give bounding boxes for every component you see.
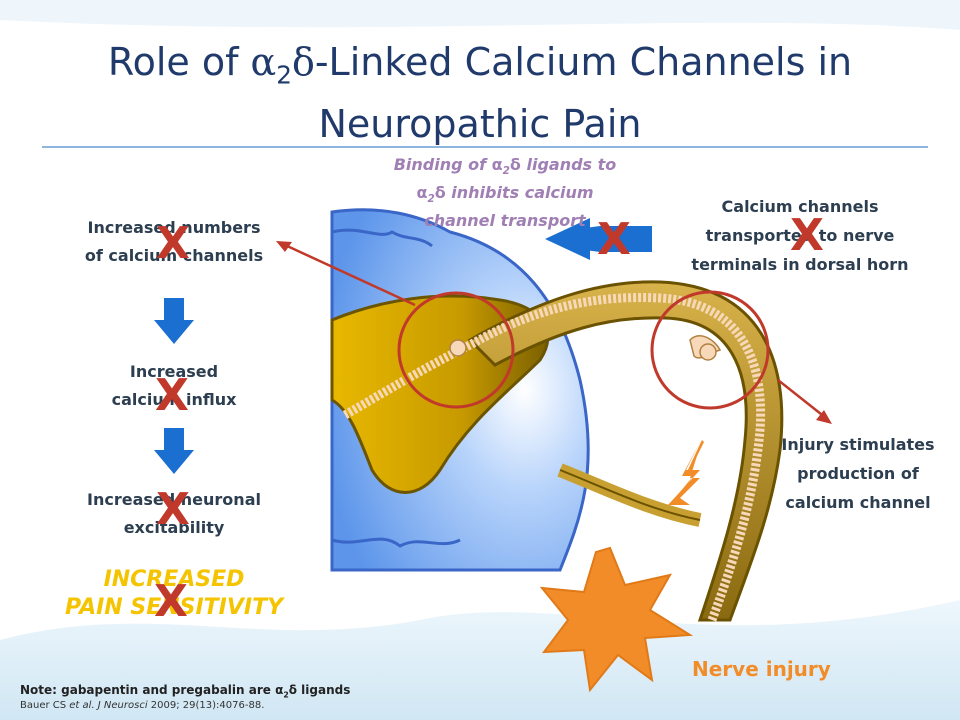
down-arrow-icon: [154, 428, 194, 474]
block-mark: X: [597, 214, 631, 265]
down-arrow-icon: [154, 298, 194, 344]
block-mark: X: [790, 210, 824, 261]
block-mark: X: [156, 218, 190, 269]
title-divider: [42, 146, 928, 148]
starburst-icon: [539, 546, 694, 693]
block-mark: X: [155, 370, 189, 421]
block-mark: X: [156, 484, 190, 535]
nerve-root: [467, 280, 784, 622]
terminal-highlight-circle: [397, 291, 515, 409]
citation: Bauer CS et al. J Neurosci 2009; 29(13):…: [20, 700, 265, 711]
left-arrow-icon: [545, 218, 652, 260]
nerve-injury-label: Nerve injury: [692, 657, 831, 681]
nerve-highlight-circle: [650, 290, 770, 410]
binding-note: Binding of α2δ ligands to α2δ inhibits c…: [393, 155, 617, 231]
footnote: Note: gabapentin and pregabalin are α2δ …: [20, 683, 351, 700]
page-title: Role of α2δ-Linked Calcium Channels in N…: [107, 40, 853, 146]
block-mark: X: [154, 576, 188, 627]
